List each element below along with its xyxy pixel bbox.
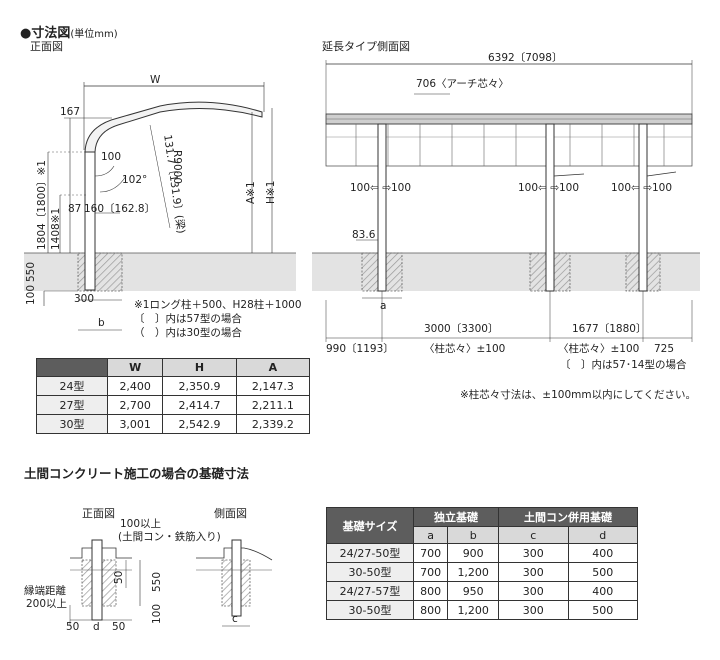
- dim-100-bottom: 100: [25, 284, 37, 305]
- foundation-detail-drawing: [69, 539, 273, 627]
- dim-1408: 1408※1: [50, 207, 62, 250]
- tol-1: 100⇦ ⇨100: [350, 182, 412, 194]
- note-1: ※1ロング柱＋500、H28柱＋1000: [134, 299, 302, 311]
- edge-label: 縁端距離: [24, 585, 66, 597]
- table-row: 30-50型 700 1,200 300 500: [326, 562, 638, 582]
- note-3: （ ）内は30型の場合: [134, 327, 242, 339]
- tol-2: 100⇦ ⇨100: [518, 182, 580, 194]
- foundation-top-label: 100以上: [120, 518, 162, 530]
- table-row: 24型 2,400 2,350.9 2,147.3: [36, 376, 311, 396]
- dim-167: 167: [60, 106, 81, 118]
- dim-550: 550: [25, 261, 37, 282]
- dim-1804: 1804〔1800〕※1: [36, 160, 48, 250]
- side-column-3: [638, 123, 648, 292]
- table-row: 27型 2,700 2,414.7 2,211.1: [36, 395, 311, 415]
- size-table-header-w: W: [106, 358, 164, 377]
- pitch-1: 〈柱芯々〉±100: [424, 343, 506, 355]
- table-row: 24/27-57型 800 950 300 400: [326, 581, 638, 601]
- base-table-header-independent: 独立基礎: [412, 507, 500, 527]
- dim-span1: 3000〔3300〕: [424, 323, 499, 335]
- note-2: 〔 〕内は57型の場合: [134, 313, 242, 325]
- foundation-front-title: 正面図: [82, 507, 115, 520]
- foundation-b50b: 50: [112, 621, 126, 633]
- dim-arch: 706〈アーチ芯々〉: [416, 78, 509, 90]
- edge-label-2: 200以上: [26, 598, 68, 610]
- pitch-2: 〈柱芯々〉±100: [558, 343, 640, 355]
- front-view-drawing: [24, 82, 296, 331]
- size-table-header-a: A: [235, 358, 311, 377]
- front-view-title: 正面図: [30, 40, 63, 53]
- dim-span2: 1677〔1880〕: [572, 323, 647, 335]
- dim-83-6: 83.6: [352, 229, 376, 241]
- base-table: 基礎サイズ 独立基礎 土間コン併用基礎 a b c d 24/27-50型 70…: [326, 507, 638, 620]
- dim-w: W: [150, 74, 161, 86]
- dim-102: 102°: [122, 174, 148, 186]
- foundation-d: d: [93, 621, 100, 633]
- dim-b: b: [98, 317, 105, 329]
- side-view-title: 延長タイプ側面図: [322, 40, 410, 53]
- side-note-1: 〔 〕内は57･14型の場合: [560, 359, 687, 371]
- foundation-dim-50: 50: [113, 570, 125, 584]
- side-note-2: ※柱芯々寸法は、±100mm以内にしてください。: [460, 389, 696, 401]
- foundation-title: 土間コンクリート施工の場合の基礎寸法: [24, 466, 250, 481]
- table-row: 24/27-50型 700 900 300 400: [326, 543, 638, 563]
- foundation-c: c: [232, 613, 238, 625]
- size-table-header-h: H: [162, 358, 237, 377]
- dim-a: A※1: [245, 181, 257, 204]
- base-table-header-size: 基礎サイズ: [326, 507, 414, 544]
- side-column-1: [377, 123, 387, 292]
- dim-right: 725: [654, 343, 675, 355]
- foundation-side-title: 側面図: [214, 507, 247, 520]
- foundation-top-label-2: (土間コン・鉄筋入り): [118, 531, 221, 543]
- size-table: W H A 24型 2,400 2,350.9 2,147.3 27型 2,70…: [36, 358, 311, 434]
- dim-a-side: a: [380, 300, 387, 312]
- section-heading: ●寸法図(単位mm): [20, 26, 118, 41]
- dim-87: 87: [68, 203, 82, 215]
- dim-h: H※1: [265, 180, 277, 204]
- front-roof: [84, 101, 263, 153]
- ground-band: [24, 253, 296, 291]
- size-table-header-blank: [36, 358, 108, 377]
- foundation-dim-550: 550: [151, 571, 163, 592]
- front-column: [84, 151, 96, 291]
- table-row: 30-50型 800 1,200 300 500: [326, 600, 638, 620]
- dim-300: 300: [74, 293, 95, 305]
- base-table-header-combined: 土間コン併用基礎: [498, 507, 638, 527]
- side-view-drawing: [312, 60, 700, 342]
- foundation-dim-100: 100: [151, 603, 163, 624]
- side-column-2: [545, 123, 555, 292]
- dim-100: 100: [101, 151, 122, 163]
- tol-3: 100⇦ ⇨100: [611, 182, 673, 194]
- table-row: 30型 3,001 2,542.9 2,339.2: [36, 414, 311, 434]
- dim-160: 160〔162.8〕: [84, 203, 156, 215]
- dim-total: 6392〔7098〕: [488, 52, 563, 64]
- foundation-b50: 50: [66, 621, 80, 633]
- dim-left: 990〔1193〕: [326, 343, 394, 355]
